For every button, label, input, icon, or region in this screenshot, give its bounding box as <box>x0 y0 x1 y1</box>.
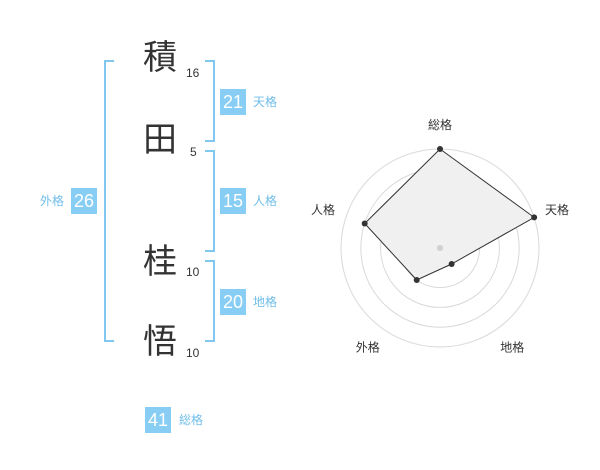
name-character: 桂 <box>143 242 177 282</box>
stroke-count: 10 <box>186 265 200 279</box>
tenkaku-value: 21 <box>220 89 247 115</box>
name-character: 悟 <box>143 322 177 362</box>
radar-data-area <box>364 148 536 281</box>
name-character: 田 <box>143 120 177 160</box>
tenkaku-label: 天格 <box>253 95 278 109</box>
chikaku-label: 地格 <box>253 295 278 309</box>
radar-axis-label: 外格 <box>356 340 380 355</box>
radar-axis-label: 天格 <box>545 202 569 217</box>
jinkaku-bracket <box>205 150 215 252</box>
radar-point-4 <box>361 220 368 227</box>
radar-axis-label: 総格 <box>428 117 452 132</box>
radar-point-1 <box>531 214 538 221</box>
gaikaku-bracket <box>104 60 114 342</box>
name-character: 積 <box>143 38 177 78</box>
soukaku-label: 総格 <box>179 413 204 427</box>
radar-point-3 <box>413 277 420 284</box>
radar-data-points <box>361 146 538 284</box>
soukaku-value: 41 <box>145 407 172 433</box>
jinkaku-label: 人格 <box>253 194 278 208</box>
radar-point-0 <box>437 146 443 152</box>
radar-axis-label: 地格 <box>500 340 524 355</box>
stroke-count: 16 <box>186 66 200 80</box>
radar-center-marker <box>437 245 443 251</box>
radar-axis-label: 人格 <box>311 202 335 217</box>
stroke-count: 10 <box>186 346 200 360</box>
radar-point-2 <box>448 261 455 268</box>
gaikaku-value: 26 <box>71 188 98 214</box>
jinkaku-value: 15 <box>220 188 247 214</box>
stroke-count: 5 <box>190 145 197 159</box>
chikaku-bracket <box>205 260 215 342</box>
tenkaku-bracket <box>205 60 215 142</box>
gaikaku-label: 外格 <box>40 194 65 208</box>
chikaku-value: 20 <box>220 289 247 315</box>
name-fortune-diagram: 積 16 田 5 桂 10 悟 10 21 天格 15 人格 20 地格 外格 … <box>40 38 278 433</box>
